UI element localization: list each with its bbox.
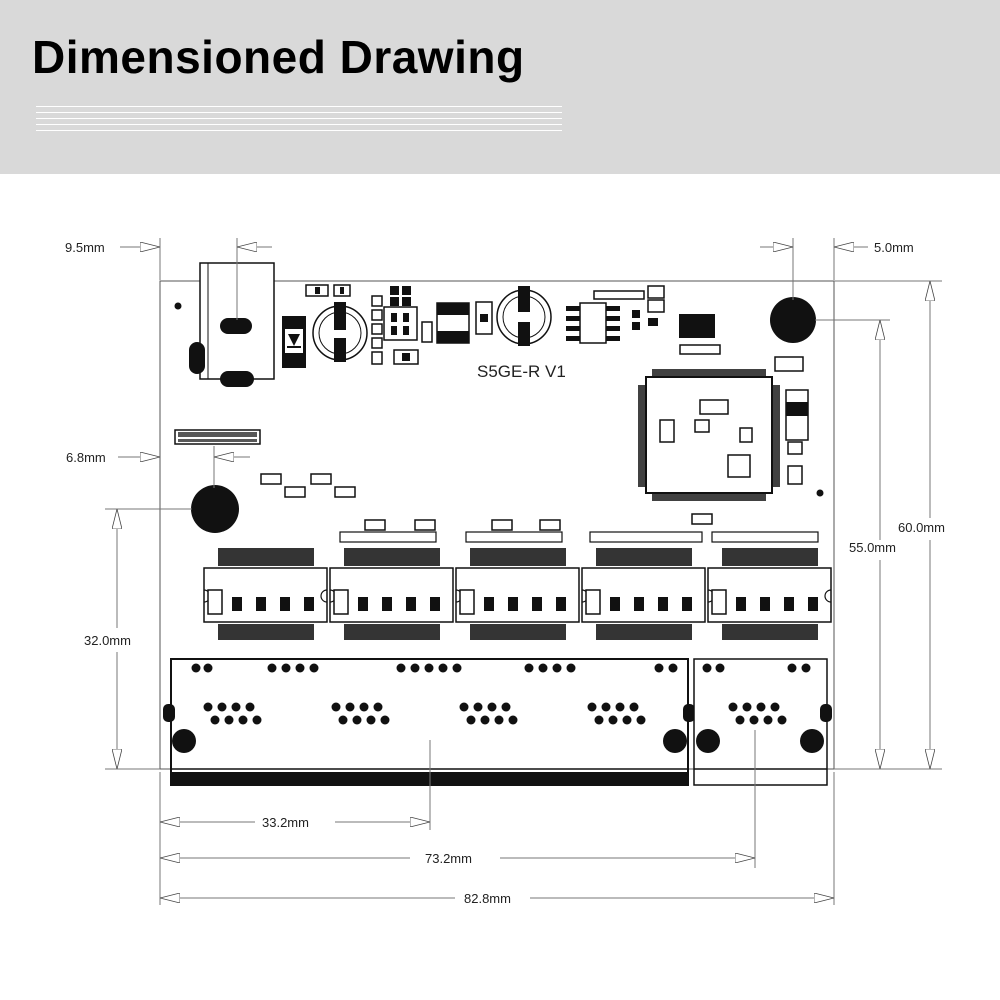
capacitor: [496, 286, 552, 346]
dimension-label: 55.0mm: [849, 540, 896, 555]
transformer-module: [203, 531, 437, 640]
led-header: [174, 429, 261, 445]
smd-components: [260, 473, 713, 531]
transformer-module: [329, 548, 454, 640]
dimension-label: 60.0mm: [898, 520, 945, 535]
dimension-label: 33.2mm: [262, 815, 309, 830]
power-jack: [189, 262, 275, 387]
title-underline: [36, 106, 562, 107]
mounting-hole: [770, 297, 816, 343]
fiducial-mark: [174, 302, 182, 310]
dimension-label: 9.5mm: [65, 240, 105, 255]
title-underline: [36, 112, 562, 113]
transformer-module: [707, 531, 832, 640]
title-underline: [36, 130, 562, 131]
dimension-label: 6.8mm: [66, 450, 106, 465]
switch-controller-chip: [638, 369, 809, 501]
dimension-label: 5.0mm: [874, 240, 914, 255]
top-components: [305, 284, 433, 365]
capacitor: [312, 302, 368, 362]
title-banner: Dimensioned Drawing: [0, 0, 1000, 174]
top-components: [593, 285, 804, 372]
regulator-ic: [566, 302, 620, 344]
fiducial-mark: [816, 489, 824, 497]
rj45-uplink-port: [693, 658, 832, 786]
mounting-hole: [191, 485, 239, 533]
diode: [282, 316, 306, 368]
dimension-label: 32.0mm: [84, 633, 131, 648]
transformer-module: [455, 531, 580, 640]
rj45-quad-port-block: [163, 658, 695, 786]
page-title: Dimensioned Drawing: [32, 31, 525, 83]
inductor: [436, 301, 493, 344]
transformer-module: [581, 531, 706, 640]
title-underline: [36, 124, 562, 125]
board-label: S5GE-R V1: [477, 362, 566, 381]
title-underline: [36, 118, 562, 119]
dimension-lines: [105, 238, 942, 905]
dimension-label: 82.8mm: [464, 891, 511, 906]
dimension-label: 73.2mm: [425, 851, 472, 866]
